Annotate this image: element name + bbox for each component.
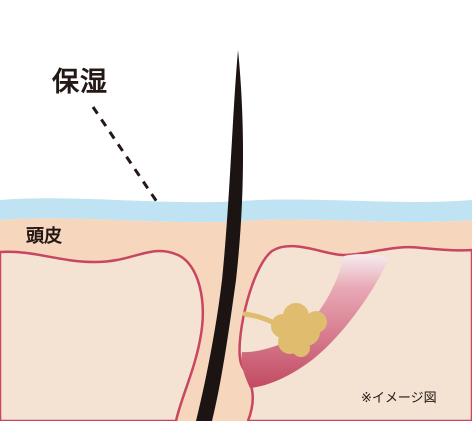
scalp-label: 頭皮 bbox=[26, 226, 62, 247]
moisture-label: 保湿 bbox=[52, 67, 108, 98]
skin-tissue-right bbox=[238, 245, 472, 421]
dashed-pointer-line bbox=[91, 106, 159, 203]
image-note-label: ※イメージ図 bbox=[361, 391, 437, 406]
sebaceous-gland bbox=[271, 303, 327, 357]
skin-tissue-left bbox=[0, 249, 204, 421]
hair-shaft bbox=[196, 50, 244, 421]
